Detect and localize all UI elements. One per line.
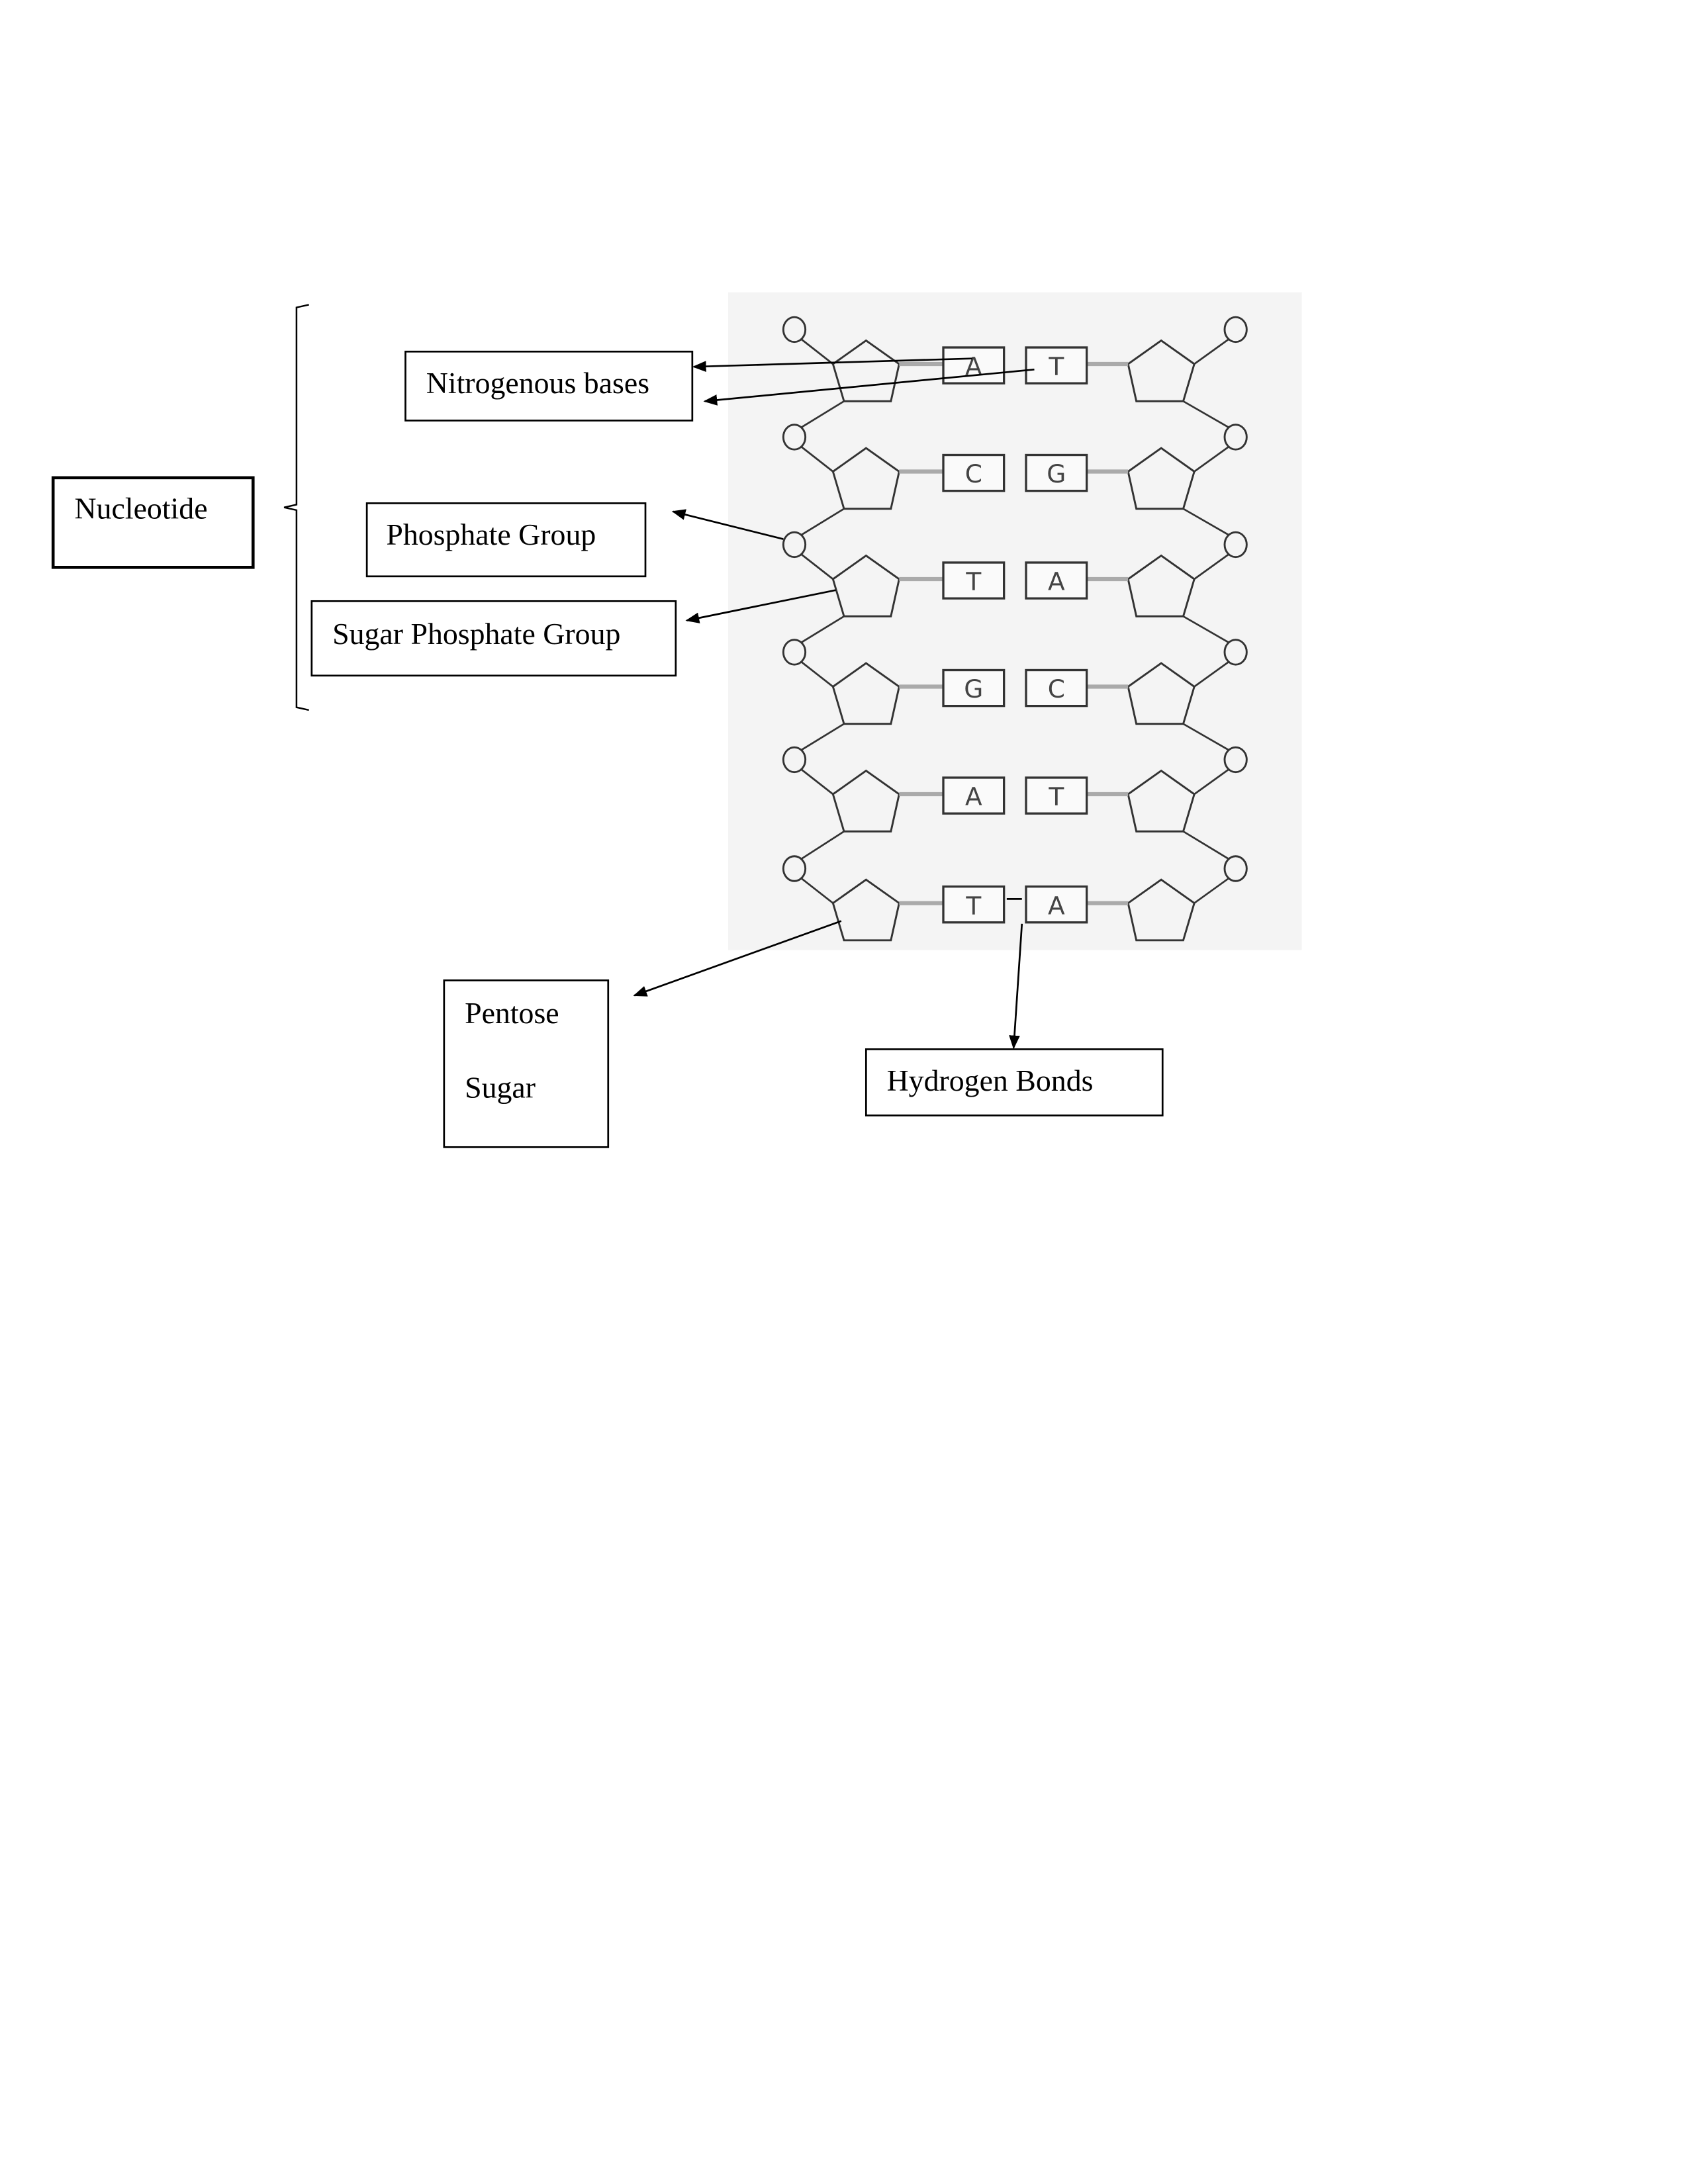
backbone-bond-right [1194,660,1230,688]
base-box-left [942,453,1006,492]
backbone-bond-left [800,445,834,473]
backbone-bond-left [800,400,845,428]
backbone-bond-right [1194,553,1230,580]
pentose-sugar-right [1127,662,1196,725]
phosphate-circle-left [782,424,807,451]
base-box-left [942,885,1006,924]
phosphate-group-label: Phosphate Group [386,518,596,551]
pentose-sugar-right [1127,769,1196,833]
base-box-left [942,561,1006,600]
backbone-bond-right [1182,831,1229,860]
nucleotide-label: Nucleotide [75,491,208,525]
backbone-bond-left [800,508,845,536]
arrow-to-pentose-sugar [633,920,842,997]
phosphate-circle-right [1223,639,1248,666]
nitrogenous-bases-label: Nitrogenous bases [426,366,649,400]
base-box-left [942,776,1006,815]
backbone-bond-right [1194,877,1230,904]
base-letter-left: T [965,567,982,596]
base-box-right [1025,776,1088,815]
base-box-right [1025,668,1088,707]
backbone-bond-right [1182,723,1229,751]
backbone-bond-left [800,660,834,688]
base-letter-right: A [1048,891,1065,920]
nitrogenous-bases-label-box: Nitrogenous bases [404,350,694,422]
base-box-right [1025,885,1088,924]
backbone-bond-left [800,723,845,751]
base-box-left [942,668,1006,707]
arrow-to-nitrogenous-bases-2 [703,368,1035,406]
pentose-sugar-left [831,878,900,942]
base-letter-right: T [1048,782,1064,811]
pentose-sugar-left [831,447,900,510]
sugar-phosphate-group-label: Sugar Phosphate Group [332,617,620,651]
phosphate-circle-left [782,531,807,559]
phosphate-circle-right [1223,424,1248,451]
backbone-bond-left [800,338,834,365]
nucleotide-brace [283,304,309,711]
base-letter-left: T [965,891,982,920]
backbone-bond-right [1182,615,1229,644]
backbone-bond-right [1182,400,1229,429]
backbone-bond-left [800,615,845,643]
arrow-to-nitrogenous-bases-1 [692,357,972,372]
backbone-bond-left [800,831,845,860]
pentose-sugar-label-box: Pentose Sugar [443,979,610,1148]
base-box-right [1025,561,1088,600]
backbone-bond-left [800,768,834,796]
phosphate-circle-right [1223,531,1248,559]
pentose-sugar-left [831,554,900,617]
base-letter-left: C [965,459,982,488]
phosphate-group-label-box: Phosphate Group [365,502,647,578]
base-letter-right: C [1048,674,1065,704]
base-box-right [1025,346,1088,385]
base-letter-left: A [965,782,982,811]
base-letter-right: G [1047,459,1066,488]
phosphate-circle-right [1223,855,1248,882]
base-box-right [1025,453,1088,492]
backbone-bond-right [1194,338,1230,365]
pentose-sugar-right [1127,554,1196,617]
pentose-sugar-left [831,769,900,833]
arrow-to-hydrogen-bonds [1009,923,1023,1050]
backbone-bond-right [1194,445,1230,473]
base-letter-right: T [1048,352,1064,381]
pentose-label: Pentose [465,996,559,1030]
phosphate-circle-left [782,316,807,343]
backbone-bond-left [800,553,834,580]
backbone-bond-right [1182,508,1229,536]
dna-background [728,292,1302,950]
arrow-to-sugar-phosphate-group [685,589,836,623]
phosphate-circle-left [782,855,807,882]
hydrogen-bonds-label-box: Hydrogen Bonds [865,1048,1164,1116]
pentose-sugar-right [1127,339,1196,402]
pentose-sugar-right [1127,878,1196,942]
pentose-sugar-left [831,662,900,725]
phosphate-circle-right [1223,746,1248,774]
base-letter-left: G [964,674,983,704]
backbone-bond-left [800,878,834,904]
arrow-to-phosphate-group [671,509,784,540]
sugar-phosphate-group-label-box: Sugar Phosphate Group [310,600,677,677]
nucleotide-label-box: Nucleotide [51,476,255,569]
phosphate-circle-right [1223,316,1248,343]
pentose-sugar-right [1127,447,1196,510]
hydrogen-bonds-label: Hydrogen Bonds [887,1064,1094,1097]
phosphate-circle-left [782,639,807,666]
base-letter-right: A [1048,567,1065,596]
phosphate-circle-left [782,746,807,774]
backbone-bond-right [1194,768,1230,796]
sugar-label: Sugar [465,1070,536,1104]
